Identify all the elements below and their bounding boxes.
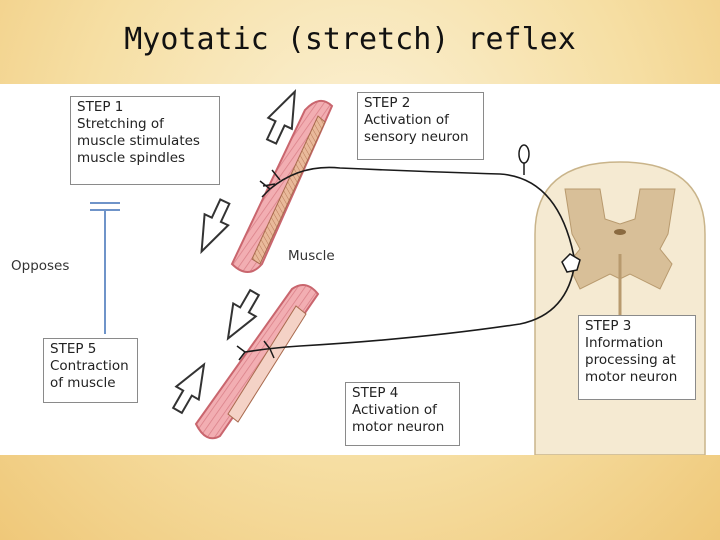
sensory-neuron: [259, 144, 576, 263]
step-5-line-1: STEP 5: [50, 341, 97, 357]
motor-neuron: [236, 253, 581, 361]
step-3-line-4: motor neuron: [585, 369, 678, 385]
opposes-label: Opposes: [11, 258, 70, 274]
step-1-line-3: muscle stimulates: [77, 133, 200, 149]
step-5-line-2: Contraction: [50, 358, 129, 374]
upper-muscle: [230, 99, 334, 273]
step-4-line-2: Activation of: [352, 402, 437, 418]
step-4-line-1: STEP 4: [352, 385, 399, 401]
step-3-box: STEP 3 Information processing at motor n…: [578, 315, 696, 400]
diagram-panel: STEP 1 Stretching of muscle stimulates m…: [0, 84, 720, 455]
stretch-arrow-up-icon: [265, 89, 297, 145]
step-3-line-2: Information: [585, 335, 664, 351]
step-1-line-1: STEP 1: [77, 99, 124, 115]
step-2-line-3: sensory neuron: [364, 129, 469, 145]
step-2-line-1: STEP 2: [364, 95, 411, 111]
step-5-box: STEP 5 Contraction of muscle: [43, 338, 138, 403]
step-3-line-1: STEP 3: [585, 318, 632, 334]
opposes-connector: [90, 202, 120, 334]
step-2-line-2: Activation of: [364, 112, 449, 128]
step-4-line-3: motor neuron: [352, 419, 445, 435]
step-1-line-2: Stretching of: [77, 116, 164, 132]
lower-muscle: [194, 284, 320, 440]
stretch-arrow-down-icon: [200, 198, 231, 255]
step-1-line-4: muscle spindles: [77, 150, 186, 166]
spinal-cord: [534, 161, 706, 455]
step-5-line-3: of muscle: [50, 375, 116, 391]
muscle-label: Muscle: [288, 248, 335, 264]
step-1-box: STEP 1 Stretching of muscle stimulates m…: [70, 96, 220, 185]
step-4-box: STEP 4 Activation of motor neuron: [345, 382, 460, 446]
step-2-box: STEP 2 Activation of sensory neuron: [357, 92, 484, 160]
step-3-line-3: processing at: [585, 352, 676, 368]
slide-title: Myotatic (stretch) reflex: [124, 22, 576, 57]
contract-arrow-up-icon: [171, 362, 206, 415]
contract-arrow-down-icon: [226, 288, 261, 341]
